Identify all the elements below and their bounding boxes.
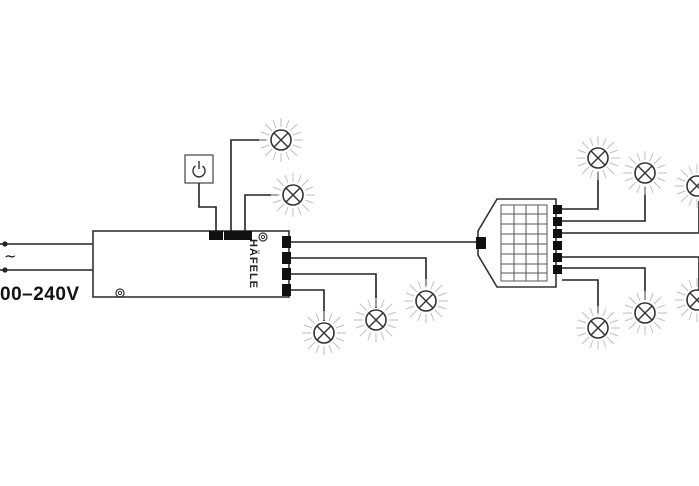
lamp-distributor-1 (575, 135, 621, 181)
lamp-driver-top-1 (258, 117, 304, 163)
lamp-distributor-5 (575, 305, 621, 351)
lamp-driver-right-3 (301, 310, 347, 356)
lamp-distributor-6 (674, 277, 699, 323)
driver-top-connectors (209, 231, 252, 240)
voltage-label: 00–240V (0, 284, 80, 305)
distributor-icon (476, 198, 562, 288)
driver-right-wires (291, 241, 482, 321)
driver-right-connectors (282, 236, 291, 296)
mains-input-wires (0, 241, 93, 273)
power-icon (192, 161, 206, 178)
switch-box (184, 154, 214, 184)
lamp-distributor-4 (622, 290, 668, 336)
brand-label: HÄFELE (247, 239, 260, 289)
lamp-distributor-2 (622, 150, 668, 196)
distributor-wires (562, 172, 699, 313)
lamp-distributor-3 (674, 163, 699, 209)
lamp-driver-right-2 (353, 297, 399, 343)
lamp-driver-top-2 (270, 172, 316, 218)
led-driver: HÄFELE (92, 230, 290, 298)
driver-top-wires (198, 139, 278, 231)
lamp-driver-right-1 (403, 278, 449, 324)
ac-symbol: ~ (4, 247, 17, 265)
